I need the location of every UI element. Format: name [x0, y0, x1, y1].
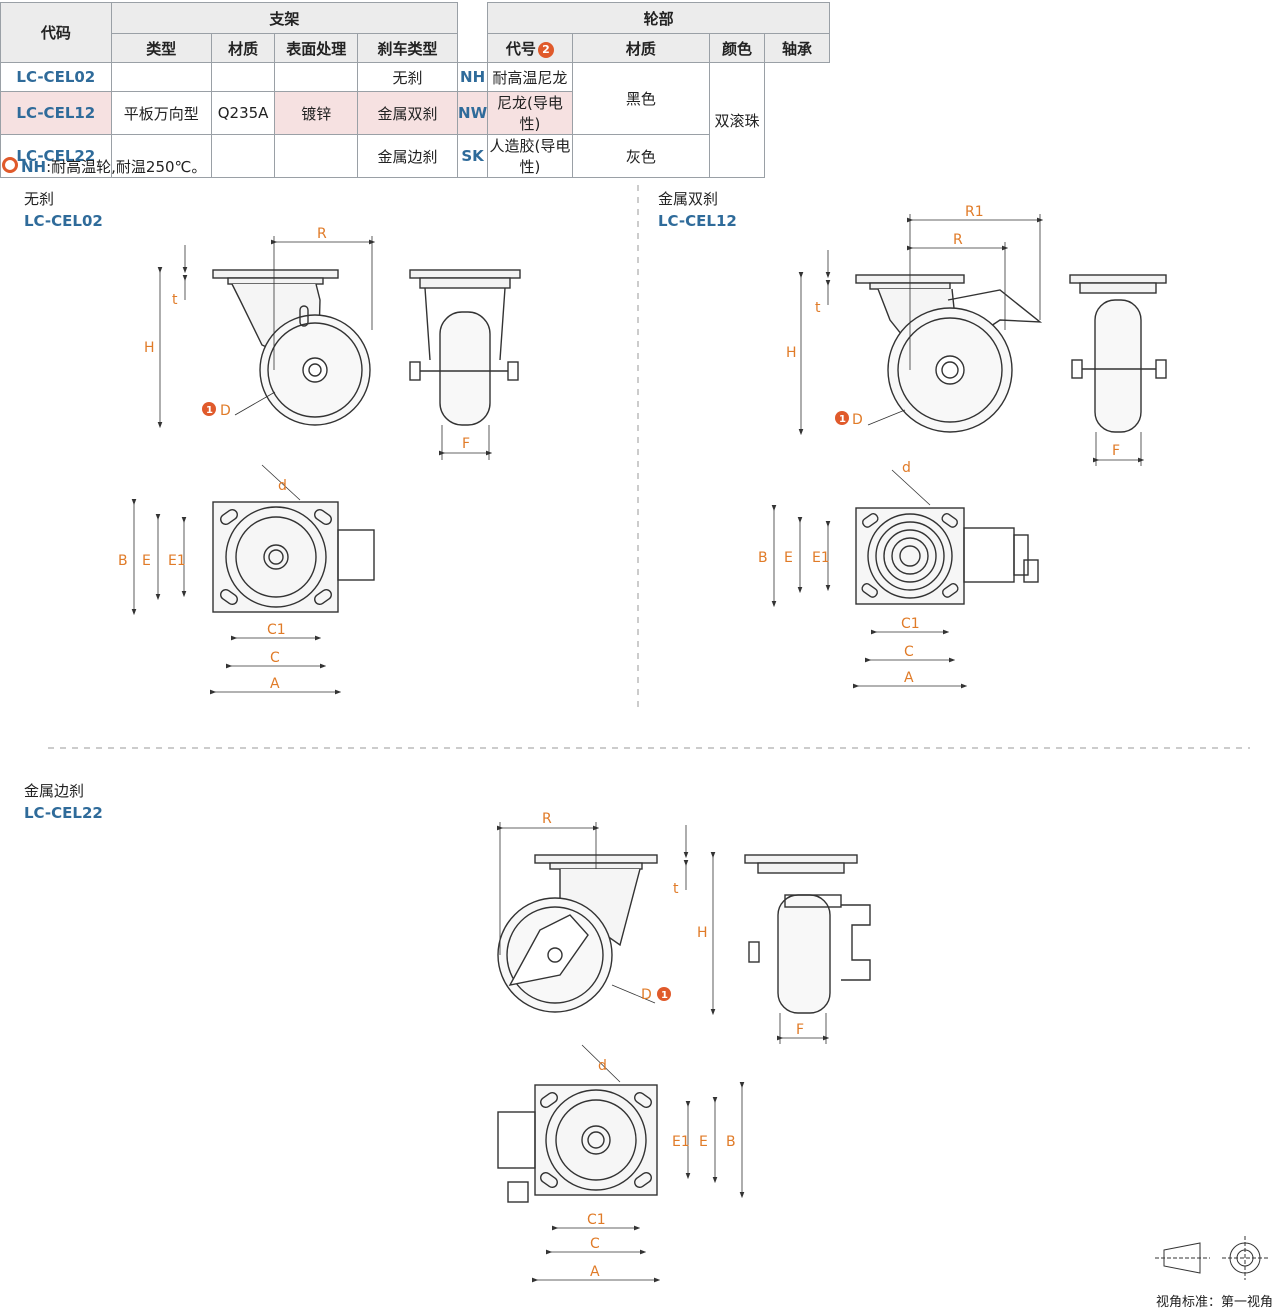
badge-1-icon [202, 402, 216, 416]
header-wheel-material: 材质 [571, 33, 710, 63]
row-brake: 无刹 [356, 62, 459, 92]
dim-B: B [118, 553, 128, 569]
drawing-1-top [212, 501, 375, 613]
dim-C1: C1 [901, 616, 920, 632]
material-value: Q235A [210, 91, 276, 135]
dim-R: R [953, 232, 963, 248]
drawing-2-side [855, 274, 1043, 433]
dim-d: d [902, 460, 911, 476]
row-wheel-material: 耐高温尼龙 [487, 62, 573, 92]
dim-F: F [1112, 443, 1120, 459]
dim-F: F [796, 1022, 804, 1038]
dim-B: B [758, 550, 768, 566]
dim-E1: E1 [812, 550, 830, 566]
row-brake: 金属边刹 [356, 134, 459, 178]
dim-C: C [904, 644, 914, 660]
row-wheel-code: SK [457, 134, 489, 178]
dim-A: A [904, 670, 914, 686]
drawing-3-front [744, 854, 871, 1014]
note-line: NH:耐高温轮,耐温250℃。 [2, 156, 206, 177]
dim-D: D [641, 987, 652, 1003]
header-color: 颜色 [708, 33, 766, 63]
dim-t: t [673, 881, 679, 897]
row-wheel-code: NH [457, 62, 489, 92]
header-brake: 刹车类型 [356, 33, 459, 63]
drawing-3-dims [496, 822, 830, 1044]
dim-R: R [542, 811, 552, 827]
color-black: 黑色 [571, 62, 710, 135]
badge-1-text: 1 [839, 414, 846, 425]
surface-value: 镀锌 [274, 91, 358, 135]
header-wheel: 轮部 [487, 2, 830, 34]
dim-E1: E1 [672, 1134, 690, 1150]
color-gray: 灰色 [571, 134, 710, 178]
footer-view-standard: 视角标准：第一视角 [1155, 1295, 1273, 1310]
dim-t: t [172, 292, 178, 308]
drawing-1-front [409, 269, 521, 426]
dim-H: H [786, 345, 797, 361]
dim-C1: C1 [587, 1212, 606, 1228]
header-bearing: 轴承 [764, 33, 830, 63]
dim-H: H [697, 925, 708, 941]
dim-A: A [270, 676, 280, 692]
drawing-3-top-dims [531, 1044, 745, 1283]
dim-H: H [144, 340, 155, 356]
drawing-2-top-dims [771, 469, 968, 689]
dim-E: E [142, 553, 151, 569]
row-brake: 金属双刹 [356, 91, 459, 135]
dim-A: A [590, 1264, 600, 1280]
badge-1-icon [835, 411, 849, 425]
header-surface: 表面处理 [274, 33, 358, 63]
dim-C1: C1 [267, 622, 286, 638]
drawing-3-top [497, 1084, 658, 1203]
dim-d: d [598, 1058, 607, 1074]
note-bullet-icon [2, 157, 18, 173]
projection-symbol-icon [1155, 1236, 1268, 1280]
dim-R: R [317, 226, 327, 242]
row-wheel-material: 尼龙(导电性) [487, 91, 573, 135]
dim-t: t [815, 300, 821, 316]
row-code: LC-CEL12 [0, 91, 112, 135]
dim-D: D [220, 403, 231, 419]
dim-R1: R1 [965, 204, 984, 220]
dim-F: F [462, 436, 470, 452]
drawing-1-top-dims [131, 464, 342, 695]
header-type: 类型 [110, 33, 212, 63]
badge-2-icon: 2 [537, 41, 554, 58]
row-code: LC-CEL22 [0, 134, 112, 178]
dim-C: C [590, 1236, 600, 1252]
drawing-2-dims [798, 214, 1145, 466]
drawing-2-front [1069, 274, 1167, 433]
dim-E: E [784, 550, 793, 566]
drawing-2-top [855, 507, 1039, 605]
dim-E1: E1 [168, 553, 186, 569]
drawing-3-side [497, 854, 658, 1013]
badge-1-text: 1 [206, 405, 213, 416]
dim-B: B [726, 1134, 736, 1150]
type-value: 平板万向型 [110, 91, 212, 135]
dim-D: D [852, 412, 863, 428]
header-code: 代码 [0, 2, 112, 63]
drawing-1-side [212, 269, 371, 426]
table-gap [457, 2, 489, 63]
badge-1-text: 1 [661, 990, 668, 1001]
dim-E: E [699, 1134, 708, 1150]
drawing-1-dims [157, 236, 493, 460]
dim-d: d [278, 478, 287, 494]
dim-C: C [270, 650, 280, 666]
bearing-value: 双滚珠 [708, 62, 766, 178]
header-material: 材质 [210, 33, 276, 63]
badge-1-icon [657, 987, 671, 1001]
